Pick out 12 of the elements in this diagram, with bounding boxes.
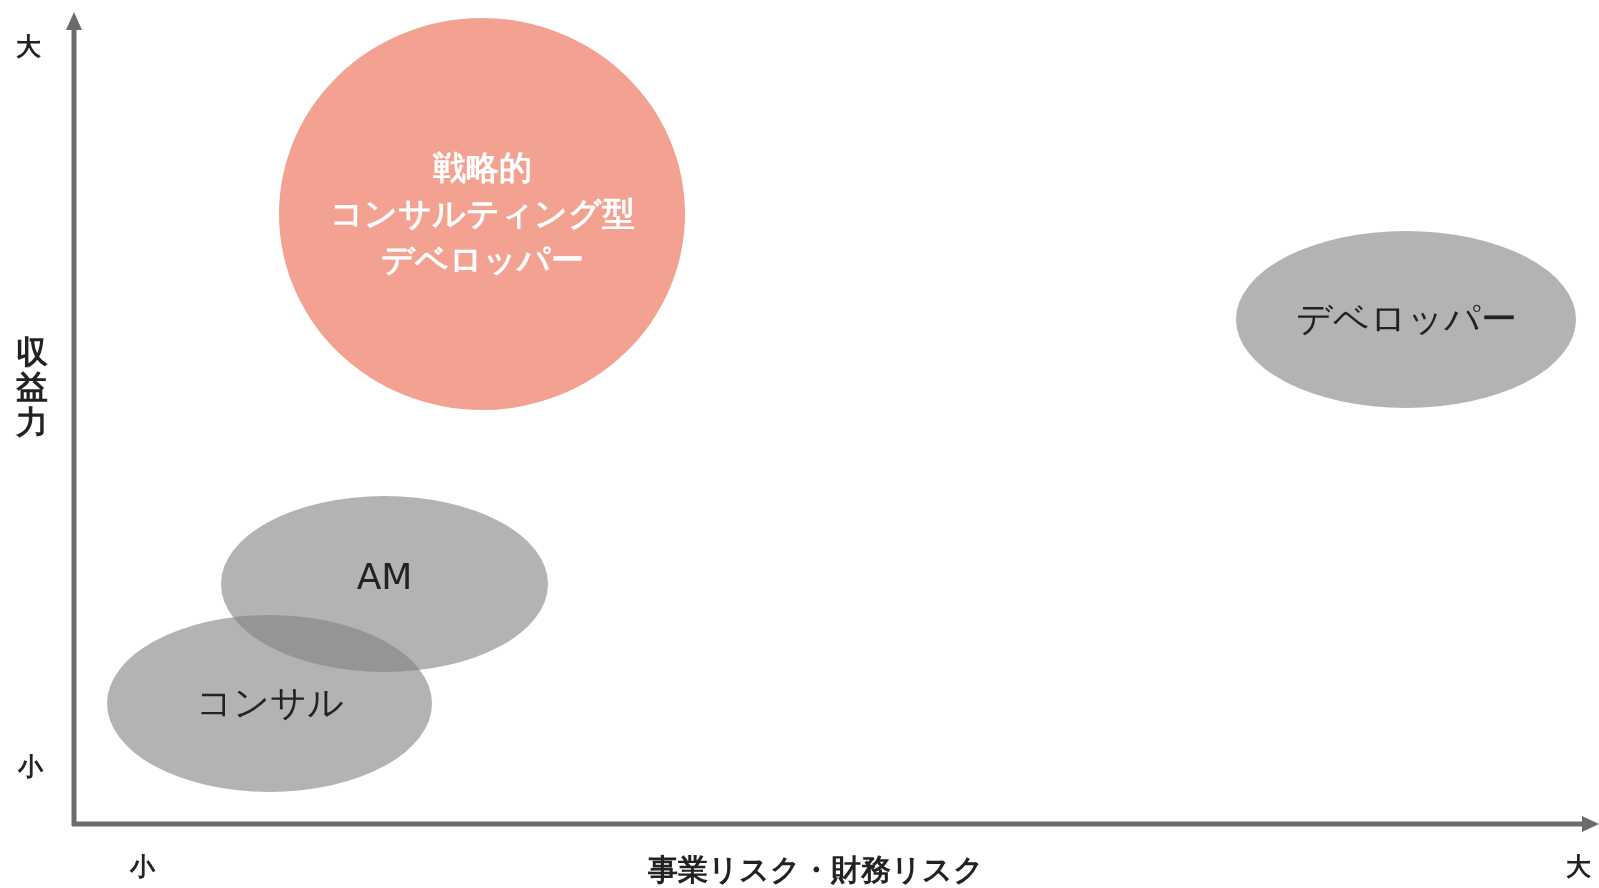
axis-title: 事業リスク・財務リスク (648, 851, 984, 888)
node-label: デベロッパー (1295, 297, 1517, 341)
axis-tick-label: 大 (1566, 851, 1591, 883)
node-label: 戦略的 (432, 146, 532, 189)
axis-tick-label: 小 (130, 851, 155, 883)
axis-title: 収益力 (16, 335, 48, 441)
axis-tick-label: 小 (18, 751, 43, 783)
node-label: デベロッパー (380, 239, 584, 282)
node-label: コンサルティング型 (329, 192, 635, 235)
axis-tick-label: 大 (16, 31, 41, 63)
node-label: AM (356, 556, 413, 597)
node-label: コンサル (195, 681, 344, 725)
